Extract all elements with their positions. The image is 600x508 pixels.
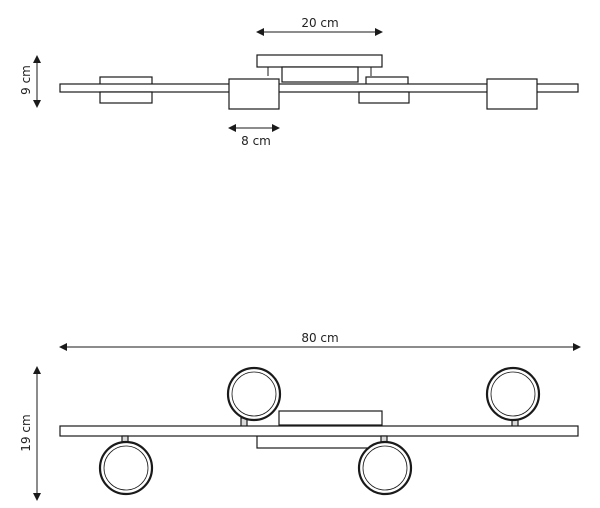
- length-dimension-label: 80 cm: [301, 331, 338, 345]
- front-spot-center: [228, 78, 280, 110]
- depth-dimension-label: 19 cm: [19, 414, 33, 451]
- spot-upper-right-lens: [490, 371, 536, 417]
- spot-upper-center: [226, 366, 282, 428]
- spot-upper-right: [485, 366, 541, 428]
- front-spot-far-right: [486, 78, 538, 110]
- spot-upper-center-lens: [231, 371, 277, 417]
- width-dimension-label: 20 cm: [301, 16, 338, 30]
- front-spot-lower-right: [358, 91, 410, 104]
- front-spot-lower-left: [99, 91, 153, 104]
- spot-lower-right: [357, 435, 413, 496]
- side-bar: [59, 83, 579, 93]
- spot-lower-left: [98, 435, 154, 496]
- canopy-plate: [256, 54, 383, 68]
- top-canopy-lower: [256, 435, 386, 449]
- spot-dimension-label: 8 cm: [241, 134, 271, 148]
- top-canopy-upper: [278, 410, 383, 426]
- height-dimension-label: 9 cm: [19, 65, 33, 95]
- top-bar: [59, 425, 579, 437]
- spot-lower-left-lens: [103, 445, 149, 491]
- canopy-bracket: [281, 66, 359, 83]
- spot-lower-right-lens: [362, 445, 408, 491]
- side-view: 20 cm 8 cm 9 cm: [19, 16, 579, 148]
- top-view: 80 cm 19 cm: [19, 331, 581, 501]
